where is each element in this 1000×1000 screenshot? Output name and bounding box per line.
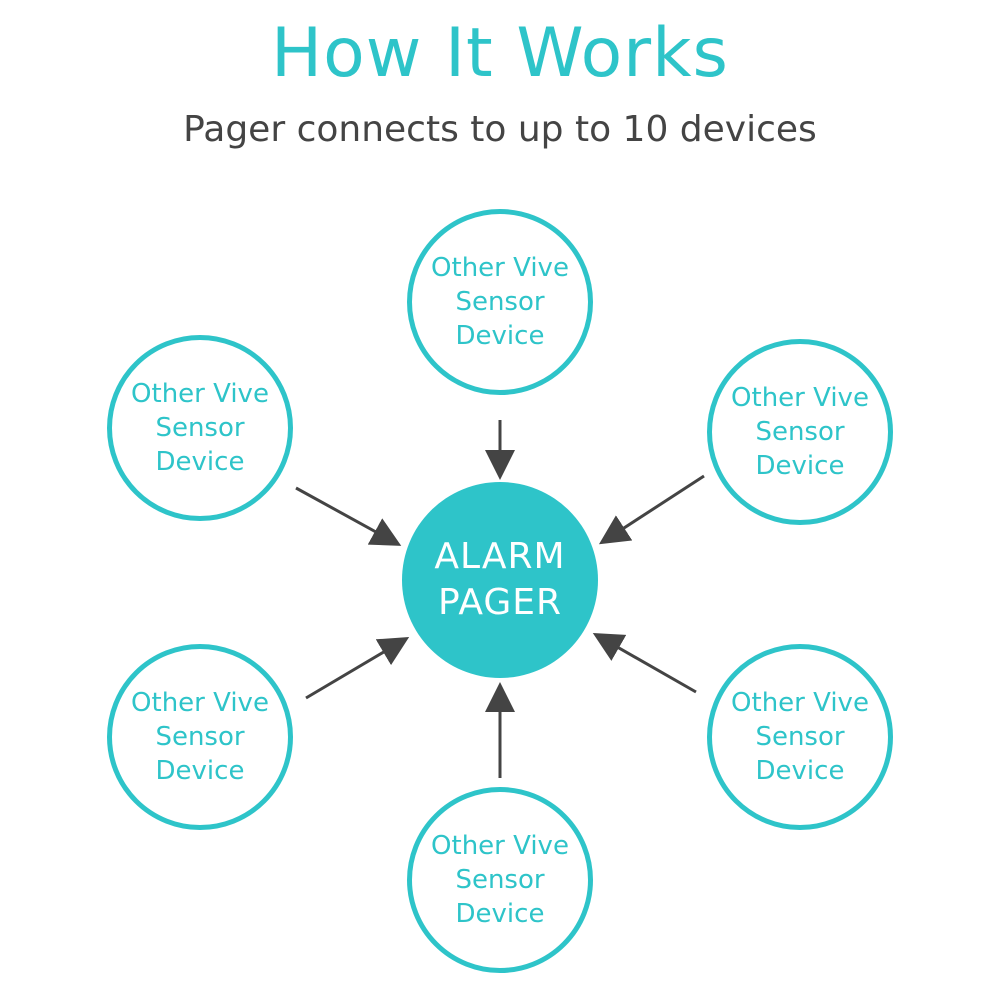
device-label-line2: Sensor — [755, 722, 845, 752]
device-label-line1: Other Vive — [731, 383, 869, 413]
arrow-top-left — [295, 486, 402, 546]
alarm-pager-hub: ALARM PAGER — [402, 482, 598, 678]
device-label-line1: Other Vive — [131, 688, 269, 718]
device-label-line3: Device — [155, 756, 245, 786]
device-label-line3: Device — [455, 321, 545, 351]
device-label-line3: Device — [755, 756, 845, 786]
device-node-top-left: Other Vive Sensor Device — [107, 335, 293, 521]
device-node-bottom-right: Other Vive Sensor Device — [707, 644, 893, 830]
hub-label-line1: ALARM — [434, 536, 566, 577]
device-label-line2: Sensor — [155, 413, 245, 443]
device-node-top: Other Vive Sensor Device — [407, 209, 593, 395]
hub-label-line2: PAGER — [437, 582, 563, 623]
page-title: How It Works — [271, 14, 729, 93]
arrow-bottom-right — [592, 633, 697, 694]
device-node-bottom-left: Other Vive Sensor Device — [107, 644, 293, 830]
page-subtitle: Pager connects to up to 10 devices — [183, 109, 817, 150]
device-label-line1: Other Vive — [431, 253, 569, 283]
device-node-bottom: Other Vive Sensor Device — [407, 787, 593, 973]
device-label-line1: Other Vive — [431, 831, 569, 861]
device-label-line2: Sensor — [455, 865, 545, 895]
device-label-line3: Device — [755, 451, 845, 481]
arrow-bottom-left — [305, 636, 410, 700]
device-label-line3: Device — [455, 899, 545, 929]
device-label-line1: Other Vive — [731, 688, 869, 718]
device-label-line2: Sensor — [455, 287, 545, 317]
device-label-line2: Sensor — [155, 722, 245, 752]
device-node-top-right: Other Vive Sensor Device — [707, 339, 893, 525]
arrow-top-right — [598, 474, 705, 545]
device-label-line3: Device — [155, 447, 245, 477]
device-label-line1: Other Vive — [131, 379, 269, 409]
device-label-line2: Sensor — [755, 417, 845, 447]
